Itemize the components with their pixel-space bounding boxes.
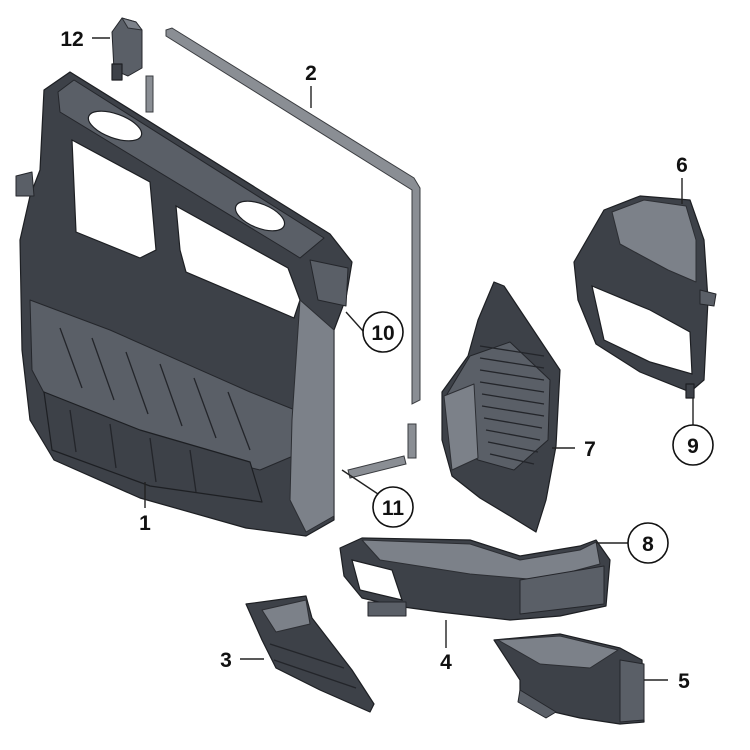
callout-circle-10 — [362, 311, 404, 353]
part-labels: 12 2 6 10 7 9 11 1 8 3 4 5 — [60, 28, 699, 693]
part-7-side-duct — [441, 281, 561, 533]
callout-circles — [362, 311, 714, 564]
part-12-clip — [111, 17, 143, 81]
callout-circle-9 — [672, 424, 714, 466]
label-3: 3 — [220, 649, 232, 672]
part-6-side-duct — [573, 195, 717, 399]
label-8: 8 — [642, 533, 654, 556]
label-4: 4 — [440, 651, 452, 674]
part-3-deflector — [245, 595, 375, 713]
label-5: 5 — [678, 670, 690, 693]
label-12: 12 — [60, 28, 83, 51]
part-1-front-carrier — [15, 71, 353, 537]
label-6: 6 — [676, 154, 688, 177]
part-4-lower-duct — [339, 537, 611, 621]
label-11: 11 — [382, 497, 405, 520]
label-2: 2 — [305, 62, 317, 85]
leader-lines — [92, 37, 694, 681]
callout-circle-11 — [372, 486, 414, 528]
part-5-duct-outlet — [493, 633, 645, 725]
label-1: 1 — [139, 512, 151, 535]
part-2-seal-strip — [145, 27, 421, 479]
label-9: 9 — [687, 435, 699, 458]
label-10: 10 — [371, 322, 394, 345]
callout-circle-8 — [627, 522, 669, 564]
label-7: 7 — [584, 438, 596, 461]
